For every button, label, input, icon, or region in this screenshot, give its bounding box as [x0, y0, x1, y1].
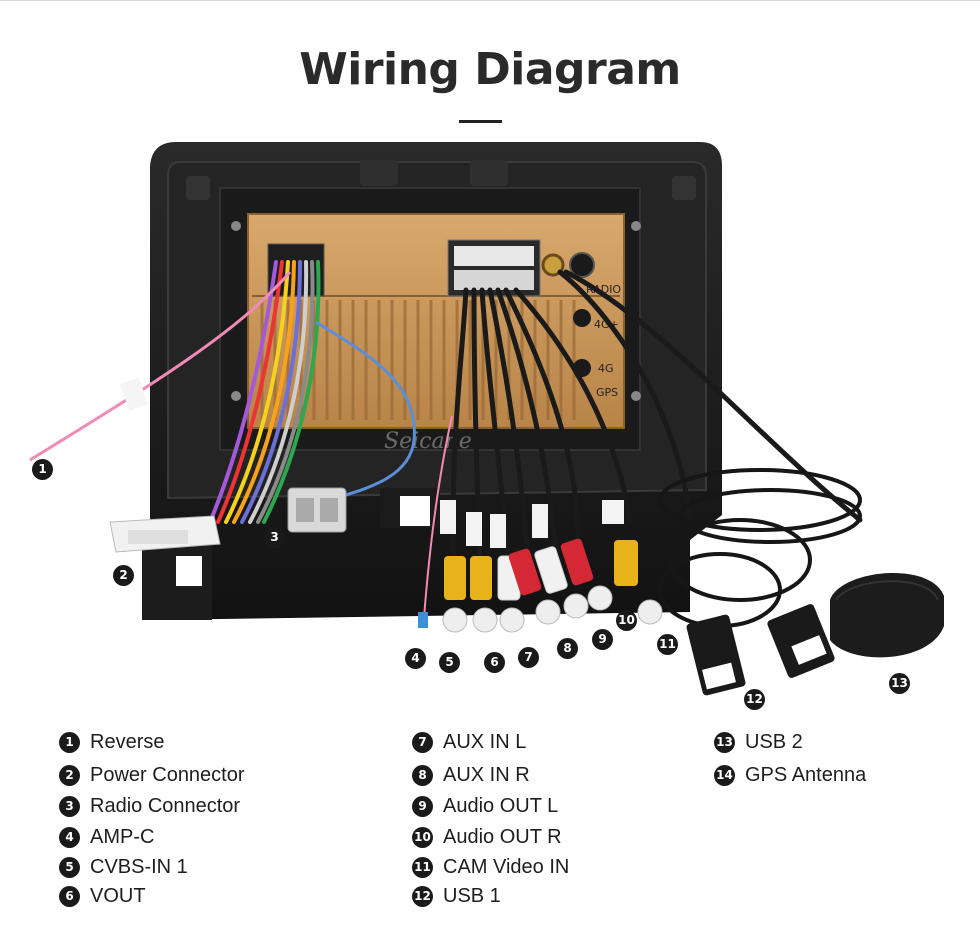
legend-item: 5 CVBS-IN 1: [59, 854, 188, 880]
legend-number: 9: [412, 795, 433, 817]
legend-number: 1: [59, 731, 80, 753]
legend-label: Audio OUT R: [443, 825, 562, 848]
legend-label: Radio Connector: [90, 794, 241, 817]
legend-label: USB 2: [745, 730, 803, 753]
callout-12: 12: [744, 689, 765, 710]
legend-item: 3 Radio Connector: [59, 793, 240, 819]
gps-port-label: GPS: [596, 386, 618, 399]
callout-13: 13: [889, 673, 910, 694]
legend-number: 11: [412, 856, 433, 878]
head-unit-photo: RADIO 4G+ 4G GPS Seicane: [29, 142, 944, 696]
legend-label: CAM Video IN: [443, 855, 570, 878]
gps-antenna: [830, 572, 944, 658]
callout-10: 10: [616, 610, 637, 631]
legend-item: 9 Audio OUT L: [412, 793, 558, 819]
legend-item: 7 AUX IN L: [412, 729, 526, 755]
legend-number: 5: [59, 856, 80, 878]
top-divider: [0, 0, 980, 1]
legend-item: 10 Audio OUT R: [412, 824, 562, 850]
callout-9: 9: [592, 629, 613, 650]
legend-item: 14 GPS Antenna: [714, 762, 866, 788]
callout-11: 11: [657, 634, 678, 655]
legend-number: 2: [59, 764, 80, 786]
legend-item: 13 USB 2: [714, 729, 803, 755]
legend-label: Reverse: [90, 730, 165, 753]
legend-item: 6 VOUT: [59, 883, 146, 909]
callout-8: 8: [557, 638, 578, 659]
callout-3: 3: [264, 527, 285, 548]
legend-item: 8 AUX IN R: [412, 762, 530, 788]
legend-label: USB 1: [443, 884, 501, 907]
legend-label: CVBS-IN 1: [90, 855, 188, 878]
legend-label: Audio OUT L: [443, 794, 559, 817]
callout-4: 4: [405, 648, 426, 669]
legend-label: GPS Antenna: [745, 763, 867, 786]
legend-number: 12: [412, 885, 433, 907]
legend-label: Power Connector: [90, 763, 245, 786]
legend-number: 13: [714, 731, 735, 753]
legend-number: 10: [412, 826, 433, 848]
callout-2: 2: [113, 565, 134, 586]
legend-number: 6: [59, 885, 80, 907]
callout-1: 1: [32, 459, 53, 480]
page-title: Wiring Diagram: [299, 44, 681, 95]
legend-item: 12 USB 1: [412, 883, 501, 909]
legend-number: 7: [412, 731, 433, 753]
watermark: Seicane: [384, 429, 472, 454]
legend-label: AUX IN L: [443, 730, 527, 753]
callout-6: 6: [484, 652, 505, 673]
title-underline: [459, 120, 502, 123]
callout-7: 7: [518, 647, 539, 668]
legend-item: 11 CAM Video IN: [412, 854, 569, 880]
callout-5: 5: [439, 652, 460, 673]
legend-number: 3: [59, 795, 80, 817]
legend-label: AUX IN R: [443, 763, 530, 786]
legend-item: 1 Reverse: [59, 729, 164, 755]
legend-number: 14: [714, 764, 735, 786]
legend-item: 4 AMP-C: [59, 824, 154, 850]
legend-number: 4: [59, 826, 80, 848]
4g-port-label: 4G: [598, 362, 614, 375]
legend-label: AMP-C: [90, 825, 155, 848]
legend-label: VOUT: [90, 884, 146, 907]
legend-number: 8: [412, 764, 433, 786]
legend-item: 2 Power Connector: [59, 762, 245, 788]
